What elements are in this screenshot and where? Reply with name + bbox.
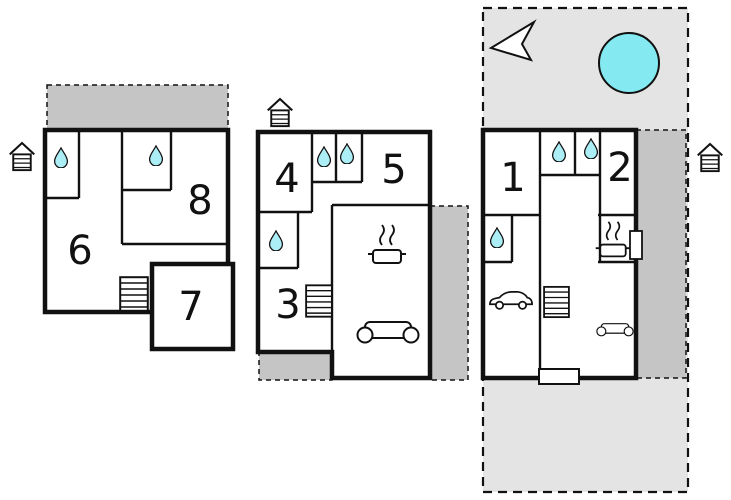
room-label-5: 5 <box>381 147 406 193</box>
north-arrow-icon <box>488 19 537 62</box>
room-label-1: 1 <box>500 155 525 201</box>
house-entrance-icon <box>8 141 36 172</box>
interior-walls <box>258 132 430 352</box>
house-entrance-icon <box>266 97 294 128</box>
room-7-extension <box>149 261 236 352</box>
stairs-icon <box>543 285 570 319</box>
stairs-icon <box>118 276 150 312</box>
room-label-2: 2 <box>607 145 632 191</box>
door-right <box>629 230 643 260</box>
floor-middle: 4 5 3 <box>255 97 469 381</box>
terrace-right <box>429 205 469 381</box>
entrance-door <box>538 368 580 385</box>
stairs-icon <box>305 284 333 318</box>
room-label-4: 4 <box>274 156 299 202</box>
building-outline <box>255 129 433 381</box>
interior-walls <box>45 130 228 246</box>
pool-icon <box>598 32 660 94</box>
interior-walls <box>483 130 636 372</box>
terrace-top <box>46 84 229 132</box>
floor-left: 6 8 7 <box>8 84 236 352</box>
room-label-3: 3 <box>275 282 300 328</box>
room-label-6: 6 <box>67 228 92 274</box>
room-label-7: 7 <box>178 284 203 330</box>
room-label-8: 8 <box>187 178 212 224</box>
floor-right: 1 2 <box>480 6 724 494</box>
terrace-bottom <box>258 351 333 381</box>
house-entrance-icon <box>696 142 724 173</box>
terrace-right <box>635 129 687 379</box>
